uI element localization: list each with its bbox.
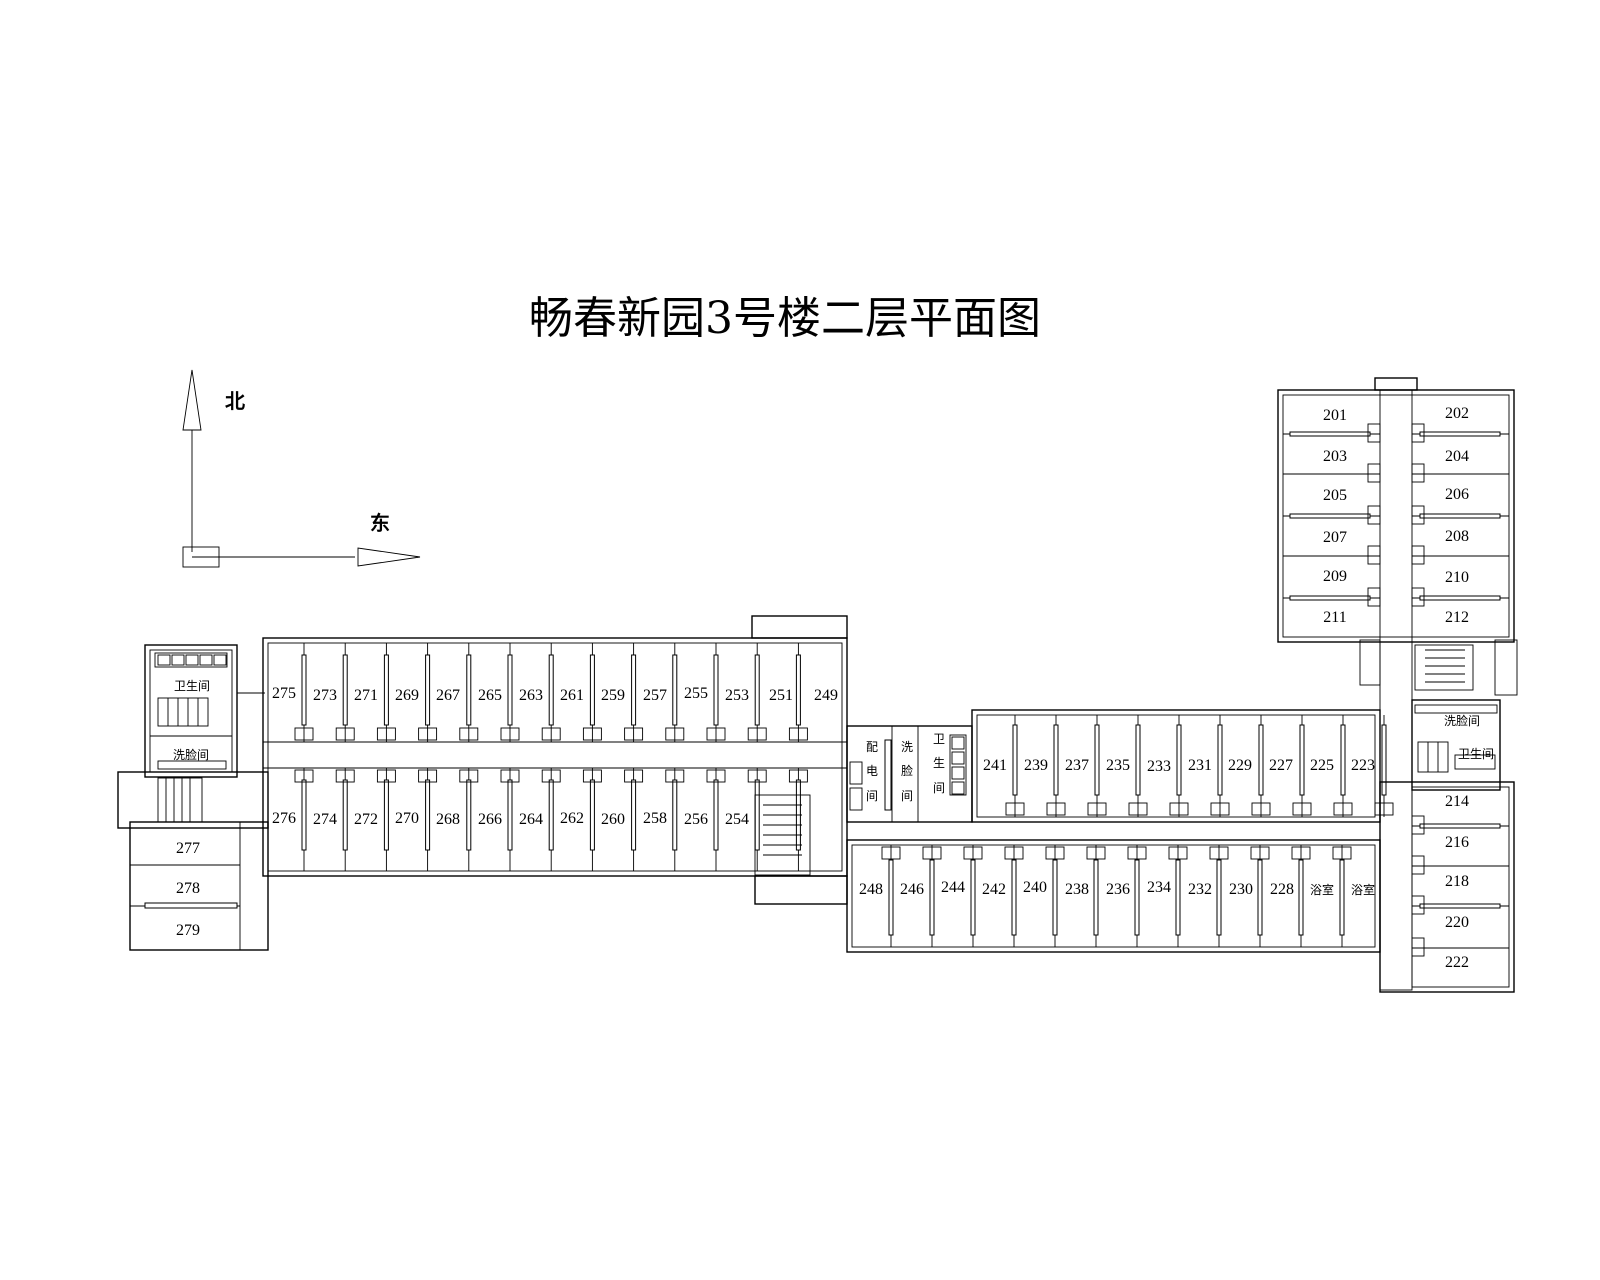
room-255: 255 (684, 685, 708, 702)
room-260: 260 (601, 811, 625, 828)
washroom-mid-1: 洗 (901, 740, 913, 754)
room-218: 218 (1445, 873, 1469, 890)
room-216: 216 (1445, 834, 1469, 851)
room-202: 202 (1445, 405, 1469, 422)
room-211: 211 (1323, 609, 1346, 626)
room-234: 234 (1147, 879, 1171, 896)
bath-room-2: 浴室 (1351, 882, 1375, 897)
room-271: 271 (354, 687, 378, 704)
room-276: 276 (272, 810, 296, 827)
room-253: 253 (725, 687, 749, 704)
room-labels: 201 202 203 204 205 206 207 208 209 210 … (173, 405, 1494, 971)
room-222: 222 (1445, 954, 1469, 971)
central-stair (754, 794, 848, 905)
west-annex (117, 644, 269, 951)
room-265: 265 (478, 687, 502, 704)
power-room-2: 电 (866, 764, 878, 778)
room-266: 266 (478, 811, 502, 828)
west-wing-partitions (294, 643, 808, 871)
room-246: 246 (900, 881, 924, 898)
room-206: 206 (1445, 486, 1469, 503)
room-210: 210 (1445, 569, 1469, 586)
toilet-mid-3: 间 (933, 781, 945, 795)
room-207: 207 (1323, 529, 1347, 546)
washroom-mid-2: 脸 (901, 764, 913, 778)
bath-room-1: 浴室 (1310, 882, 1334, 897)
room-263: 263 (519, 687, 543, 704)
room-261: 261 (560, 687, 584, 704)
tower-partitions (1283, 423, 1509, 957)
room-268: 268 (436, 811, 460, 828)
toilet-mid-1: 卫 (933, 732, 945, 746)
room-257: 257 (643, 687, 667, 704)
room-235: 235 (1106, 757, 1130, 774)
room-232: 232 (1188, 881, 1212, 898)
room-231: 231 (1188, 757, 1212, 774)
room-237: 237 (1065, 757, 1089, 774)
washroom-east: 洗脸间 (1444, 714, 1480, 728)
power-room-3: 间 (866, 789, 878, 803)
room-272: 272 (354, 811, 378, 828)
room-236: 236 (1106, 881, 1130, 898)
room-269: 269 (395, 687, 419, 704)
toilet-mid-2: 生 (933, 756, 945, 770)
room-254: 254 (725, 811, 749, 828)
room-256: 256 (684, 811, 708, 828)
toilet-east: 卫生间 (1458, 747, 1494, 761)
east-label: 东 (370, 511, 390, 535)
room-249: 249 (814, 687, 838, 704)
room-275: 275 (272, 685, 296, 702)
room-205: 205 (1323, 487, 1347, 504)
room-209: 209 (1323, 568, 1347, 585)
east-arrow-icon (357, 547, 421, 567)
room-214: 214 (1445, 793, 1469, 810)
room-251: 251 (769, 687, 793, 704)
washroom-mid-3: 间 (901, 789, 913, 803)
room-239: 239 (1024, 757, 1048, 774)
room-277: 277 (176, 840, 200, 857)
washroom-west: 洗脸间 (173, 748, 209, 762)
map-title: 畅春新园3号楼二层平面图 (529, 293, 1041, 344)
room-244: 244 (941, 879, 965, 896)
north-label: 北 (225, 389, 245, 413)
room-233: 233 (1147, 758, 1171, 775)
room-212: 212 (1445, 609, 1469, 626)
room-230: 230 (1229, 881, 1253, 898)
west-wing (262, 615, 848, 877)
room-259: 259 (601, 687, 625, 704)
room-262: 262 (560, 810, 584, 827)
north-tower (1277, 377, 1518, 993)
room-264: 264 (519, 811, 543, 828)
room-270: 270 (395, 810, 419, 827)
room-273: 273 (313, 687, 337, 704)
room-229: 229 (1228, 757, 1252, 774)
room-248: 248 (859, 881, 883, 898)
room-203: 203 (1323, 448, 1347, 465)
room-242: 242 (982, 881, 1006, 898)
room-223: 223 (1351, 757, 1375, 774)
room-208: 208 (1445, 528, 1469, 545)
room-278: 278 (176, 880, 200, 897)
room-240: 240 (1023, 879, 1047, 896)
north-arrow-icon (182, 369, 202, 431)
room-238: 238 (1065, 881, 1089, 898)
room-227: 227 (1269, 757, 1293, 774)
room-258: 258 (643, 810, 667, 827)
room-201: 201 (1323, 407, 1347, 424)
room-204: 204 (1445, 448, 1469, 465)
room-267: 267 (436, 687, 460, 704)
east-wing-partitions (881, 715, 1394, 947)
room-228: 228 (1270, 881, 1294, 898)
toilet-west: 卫生间 (174, 679, 210, 693)
room-241: 241 (983, 757, 1007, 774)
room-220: 220 (1445, 914, 1469, 931)
room-225: 225 (1310, 757, 1334, 774)
compass: 北 东 (182, 369, 421, 568)
room-279: 279 (176, 922, 200, 939)
room-274: 274 (313, 811, 337, 828)
power-room-1: 配 (866, 740, 878, 754)
